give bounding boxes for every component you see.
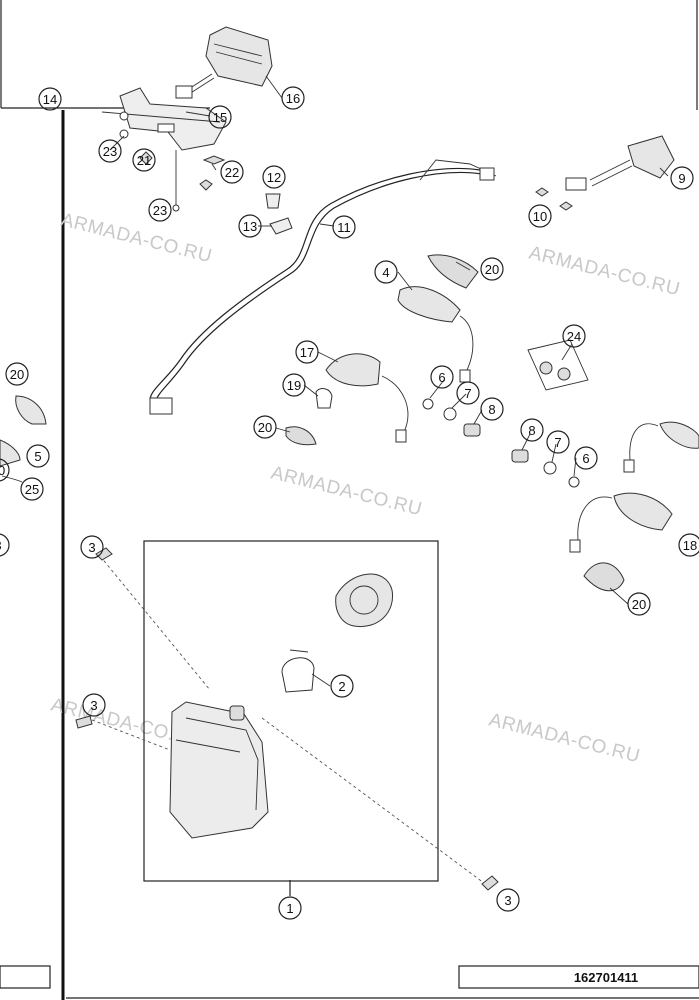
svg-text:7: 7	[554, 435, 561, 450]
wiring-harness	[149, 159, 497, 415]
callout: 23	[98, 139, 122, 163]
callout: 21	[132, 148, 156, 172]
svg-text:8: 8	[488, 402, 495, 417]
small-clip-parts	[265, 193, 293, 235]
callout: 20	[627, 592, 651, 616]
callout: 7	[546, 430, 570, 454]
turn-signal-rear-right	[569, 421, 699, 592]
callout: 3	[496, 888, 520, 912]
instrument-cluster	[175, 26, 273, 99]
callout: 1	[278, 896, 302, 920]
callout: 20	[0, 458, 10, 482]
callout: 24	[562, 324, 586, 348]
svg-text:6: 6	[582, 451, 589, 466]
callout: 14	[38, 87, 62, 111]
svg-text:7: 7	[464, 386, 471, 401]
callout: 20	[480, 257, 504, 281]
svg-text:20: 20	[632, 597, 646, 612]
callout: 2	[330, 674, 354, 698]
callout: 8	[520, 418, 544, 442]
svg-text:9: 9	[678, 171, 685, 186]
callouts: 1 2 3 3 3 3 4 5 6 6 7 7 8 8 9 10 11 12 1…	[0, 86, 699, 920]
callout: 8	[480, 397, 504, 421]
svg-text:2: 2	[338, 679, 345, 694]
watermark: ARMADA-CO.RU	[59, 209, 214, 267]
svg-text:6: 6	[438, 370, 445, 385]
callout: 15	[208, 105, 232, 129]
svg-text:3: 3	[88, 540, 95, 555]
svg-text:10: 10	[533, 209, 547, 224]
svg-text:13: 13	[243, 219, 257, 234]
svg-text:20: 20	[258, 420, 272, 435]
svg-text:19: 19	[287, 378, 301, 393]
svg-text:20: 20	[10, 367, 24, 382]
callout: 11	[332, 215, 356, 239]
rear-light	[535, 135, 675, 211]
left-title-box	[0, 965, 51, 989]
callout: 4	[374, 260, 398, 284]
svg-text:5: 5	[34, 449, 41, 464]
svg-text:20: 20	[485, 262, 499, 277]
watermark: ARMADA-CO.RU	[269, 462, 424, 520]
svg-text:22: 22	[225, 165, 239, 180]
svg-text:11: 11	[337, 220, 351, 235]
watermark: ARMADA-CO.RU	[527, 242, 682, 300]
svg-text:3: 3	[0, 538, 2, 553]
svg-text:25: 25	[25, 482, 39, 497]
callout: 3	[82, 693, 106, 717]
bracket-assembly	[101, 87, 227, 212]
callout: 16	[281, 86, 305, 110]
svg-text:4: 4	[382, 265, 389, 280]
callout: 19	[282, 373, 306, 397]
svg-text:20: 20	[0, 463, 5, 478]
svg-text:1: 1	[286, 901, 293, 916]
callout: 6	[574, 446, 598, 470]
svg-text:23: 23	[153, 203, 167, 218]
watermark: ARMADA-CO.RU	[487, 709, 642, 767]
callout: 3	[80, 535, 104, 559]
turn-signal-front-right	[397, 254, 479, 383]
callout: 3	[0, 533, 10, 557]
callout: 13	[238, 214, 262, 238]
svg-text:23: 23	[103, 144, 117, 159]
svg-text:21: 21	[137, 153, 151, 168]
svg-text:24: 24	[567, 329, 581, 344]
turn-signal-front-left	[285, 353, 409, 446]
svg-text:14: 14	[43, 92, 57, 107]
callout: 5	[26, 444, 50, 468]
title-block: 162701411	[458, 965, 699, 989]
svg-text:12: 12	[267, 170, 281, 185]
callout: 17	[295, 340, 319, 364]
fastener-set	[422, 398, 580, 488]
svg-text:15: 15	[213, 110, 227, 125]
callout: 10	[528, 204, 552, 228]
svg-text:3: 3	[504, 893, 511, 908]
svg-text:17: 17	[300, 345, 314, 360]
svg-text:18: 18	[683, 538, 697, 553]
turn-signal-left-partial	[0, 395, 47, 483]
callout: 20	[5, 362, 29, 386]
svg-text:8: 8	[528, 423, 535, 438]
callout: 18	[678, 533, 699, 557]
callout: 22	[220, 160, 244, 184]
callout: 6	[430, 365, 454, 389]
callout: 25	[20, 477, 44, 501]
callout: 23	[148, 198, 172, 222]
drawing-number: 162701411	[574, 970, 638, 985]
callout: 20	[253, 415, 277, 439]
svg-text:3: 3	[90, 698, 97, 713]
svg-text:16: 16	[286, 91, 300, 106]
callout: 9	[670, 166, 694, 190]
headlight-assembly	[75, 540, 499, 896]
grommet-kit	[527, 339, 589, 391]
callout: 7	[456, 381, 480, 405]
callout: 12	[262, 165, 286, 189]
